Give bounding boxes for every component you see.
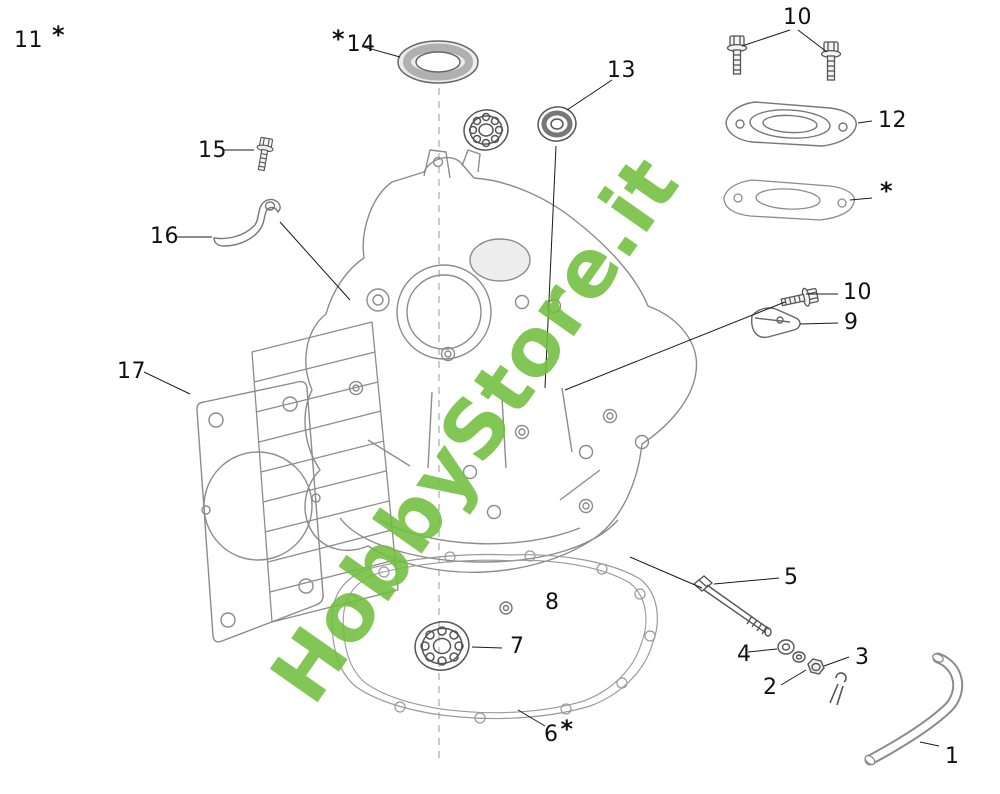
asterisk: * — [880, 177, 893, 205]
part-8-dowel-pin — [499, 601, 513, 615]
part-number: 3 — [855, 645, 870, 670]
part-label-4: 4 — [737, 642, 752, 667]
part-number: 16 — [150, 224, 179, 249]
part-label-17: 17 — [117, 359, 146, 384]
part-label-3: 3 — [855, 645, 870, 670]
part-5-rod — [692, 575, 772, 637]
part-number: 10 — [783, 5, 812, 30]
part-9-retainer-clip — [751, 307, 801, 339]
part-10-flange-bolt-right — [779, 285, 820, 312]
part-label-5: 5 — [784, 565, 799, 590]
part-number: 4 — [737, 642, 752, 667]
part-number: 5 — [784, 565, 799, 590]
part-number: 7 — [510, 634, 525, 659]
part-label-9: 9 — [844, 310, 859, 335]
part-cotter-pin — [829, 672, 847, 706]
part-13-ball-bearings — [463, 106, 577, 151]
part-number: 2 — [763, 675, 778, 700]
part-label-14: *14 — [330, 26, 380, 57]
part-label-10-right: 10 — [843, 280, 872, 305]
part-3-nut — [807, 658, 825, 675]
asterisk: * — [52, 21, 65, 49]
leader-lines — [143, 29, 940, 747]
part-label-8: 8 — [545, 590, 560, 615]
asterisk — [10, 21, 14, 49]
part-4-washer — [777, 639, 795, 655]
part-15-bolt — [252, 136, 276, 172]
part-number: 17 — [117, 359, 146, 384]
part-number: 14 — [346, 32, 376, 57]
part-label-12: 12 — [878, 108, 907, 133]
part-6-cover-gasket — [331, 550, 658, 724]
part-label-asterisk: * — [878, 178, 895, 209]
part-cylinder-fins — [251, 321, 399, 623]
part-label-13: 13 — [607, 58, 636, 83]
part-1-bent-pipe — [864, 652, 964, 766]
part-number: 8 — [545, 590, 560, 615]
asterisk: * — [332, 25, 345, 53]
part-7-ball-bearing — [414, 621, 470, 671]
part-10-flange-bolts-top — [726, 35, 842, 81]
part-number: 9 — [844, 310, 859, 335]
part-number: 1 — [945, 744, 960, 769]
part-asterisk-gasket — [723, 179, 855, 221]
part-label-2: 2 — [763, 675, 778, 700]
part-label-10-top: 10 — [783, 5, 812, 30]
part-16-bracket — [213, 198, 281, 247]
part-number: 10 — [843, 280, 872, 305]
part-crankcase-body — [304, 149, 698, 573]
part-17-head-gasket — [196, 380, 324, 643]
part-number: 11 — [14, 28, 43, 53]
part-12-cover-plate — [725, 101, 857, 147]
part-label-16: 16 — [150, 224, 179, 249]
part-number: 13 — [607, 58, 636, 83]
part-14-oil-seal — [397, 40, 479, 84]
part-label-1: 1 — [945, 744, 960, 769]
part-number: 15 — [198, 138, 227, 163]
part-number: 12 — [878, 108, 907, 133]
part-label-11: 11 * — [10, 22, 67, 53]
part-label-15: 15 — [198, 138, 227, 163]
asterisk: * — [560, 715, 574, 743]
part-label-6: 6* — [544, 716, 575, 747]
asterisk — [376, 25, 380, 53]
part-2-nut — [792, 651, 806, 663]
part-label-7: 7 — [510, 634, 525, 659]
part-number: 6 — [544, 722, 559, 747]
